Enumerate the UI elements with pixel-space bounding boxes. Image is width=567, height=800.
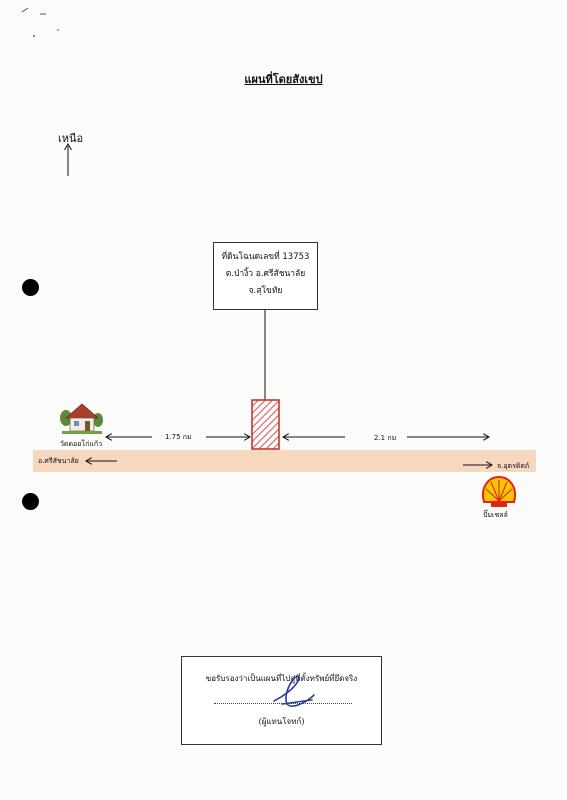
scan-specks bbox=[21, 7, 59, 37]
road-left-direction-label: อ.ศรีสัชนาลัย bbox=[38, 457, 79, 465]
signer-caption: (ผู้แทนโจทก์) bbox=[258, 717, 305, 726]
main-road bbox=[33, 450, 536, 472]
shell-logo-icon bbox=[482, 475, 516, 507]
distance-right-label: 2.1 กม bbox=[374, 434, 397, 442]
road-right-direction-label: จ.อุตรดิตถ์ bbox=[497, 462, 530, 470]
binder-hole-top bbox=[22, 279, 39, 296]
binder-hole-bottom bbox=[22, 493, 39, 510]
north-arrow-icon bbox=[64, 143, 72, 176]
gas-station-label: ปั๊มเชลล์ bbox=[483, 511, 508, 519]
map-title: แผนที่โดยสังเขป bbox=[244, 73, 323, 86]
certification-statement: ขอรับรองว่าเป็นแผนที่ไปสู่ที่ตั้งทรัพย์ท… bbox=[205, 674, 358, 683]
land-plot-marker bbox=[251, 399, 280, 450]
temple-label: วัดดอยโก่แก้ว bbox=[60, 440, 103, 448]
land-plot-label-box: ที่ดินโฉนดเลขที่ 13753 ต.ป่างิ้ว อ.ศรีสั… bbox=[213, 242, 318, 310]
signature-icon bbox=[273, 675, 315, 707]
certification-box: ขอรับรองว่าเป็นแผนที่ไปสู่ที่ตั้งทรัพย์ท… bbox=[181, 656, 382, 745]
north-label: เหนือ bbox=[58, 132, 84, 145]
land-plot-subdistrict-district: ต.ป่างิ้ว อ.ศรีสัชนาลัย bbox=[225, 269, 306, 279]
land-plot-title-number: ที่ดินโฉนดเลขที่ 13753 bbox=[221, 252, 310, 262]
distance-left-label: 1.75 กม bbox=[165, 433, 192, 441]
land-plot-province: จ.สุโขทัย bbox=[248, 286, 283, 296]
house-icon bbox=[60, 403, 103, 434]
